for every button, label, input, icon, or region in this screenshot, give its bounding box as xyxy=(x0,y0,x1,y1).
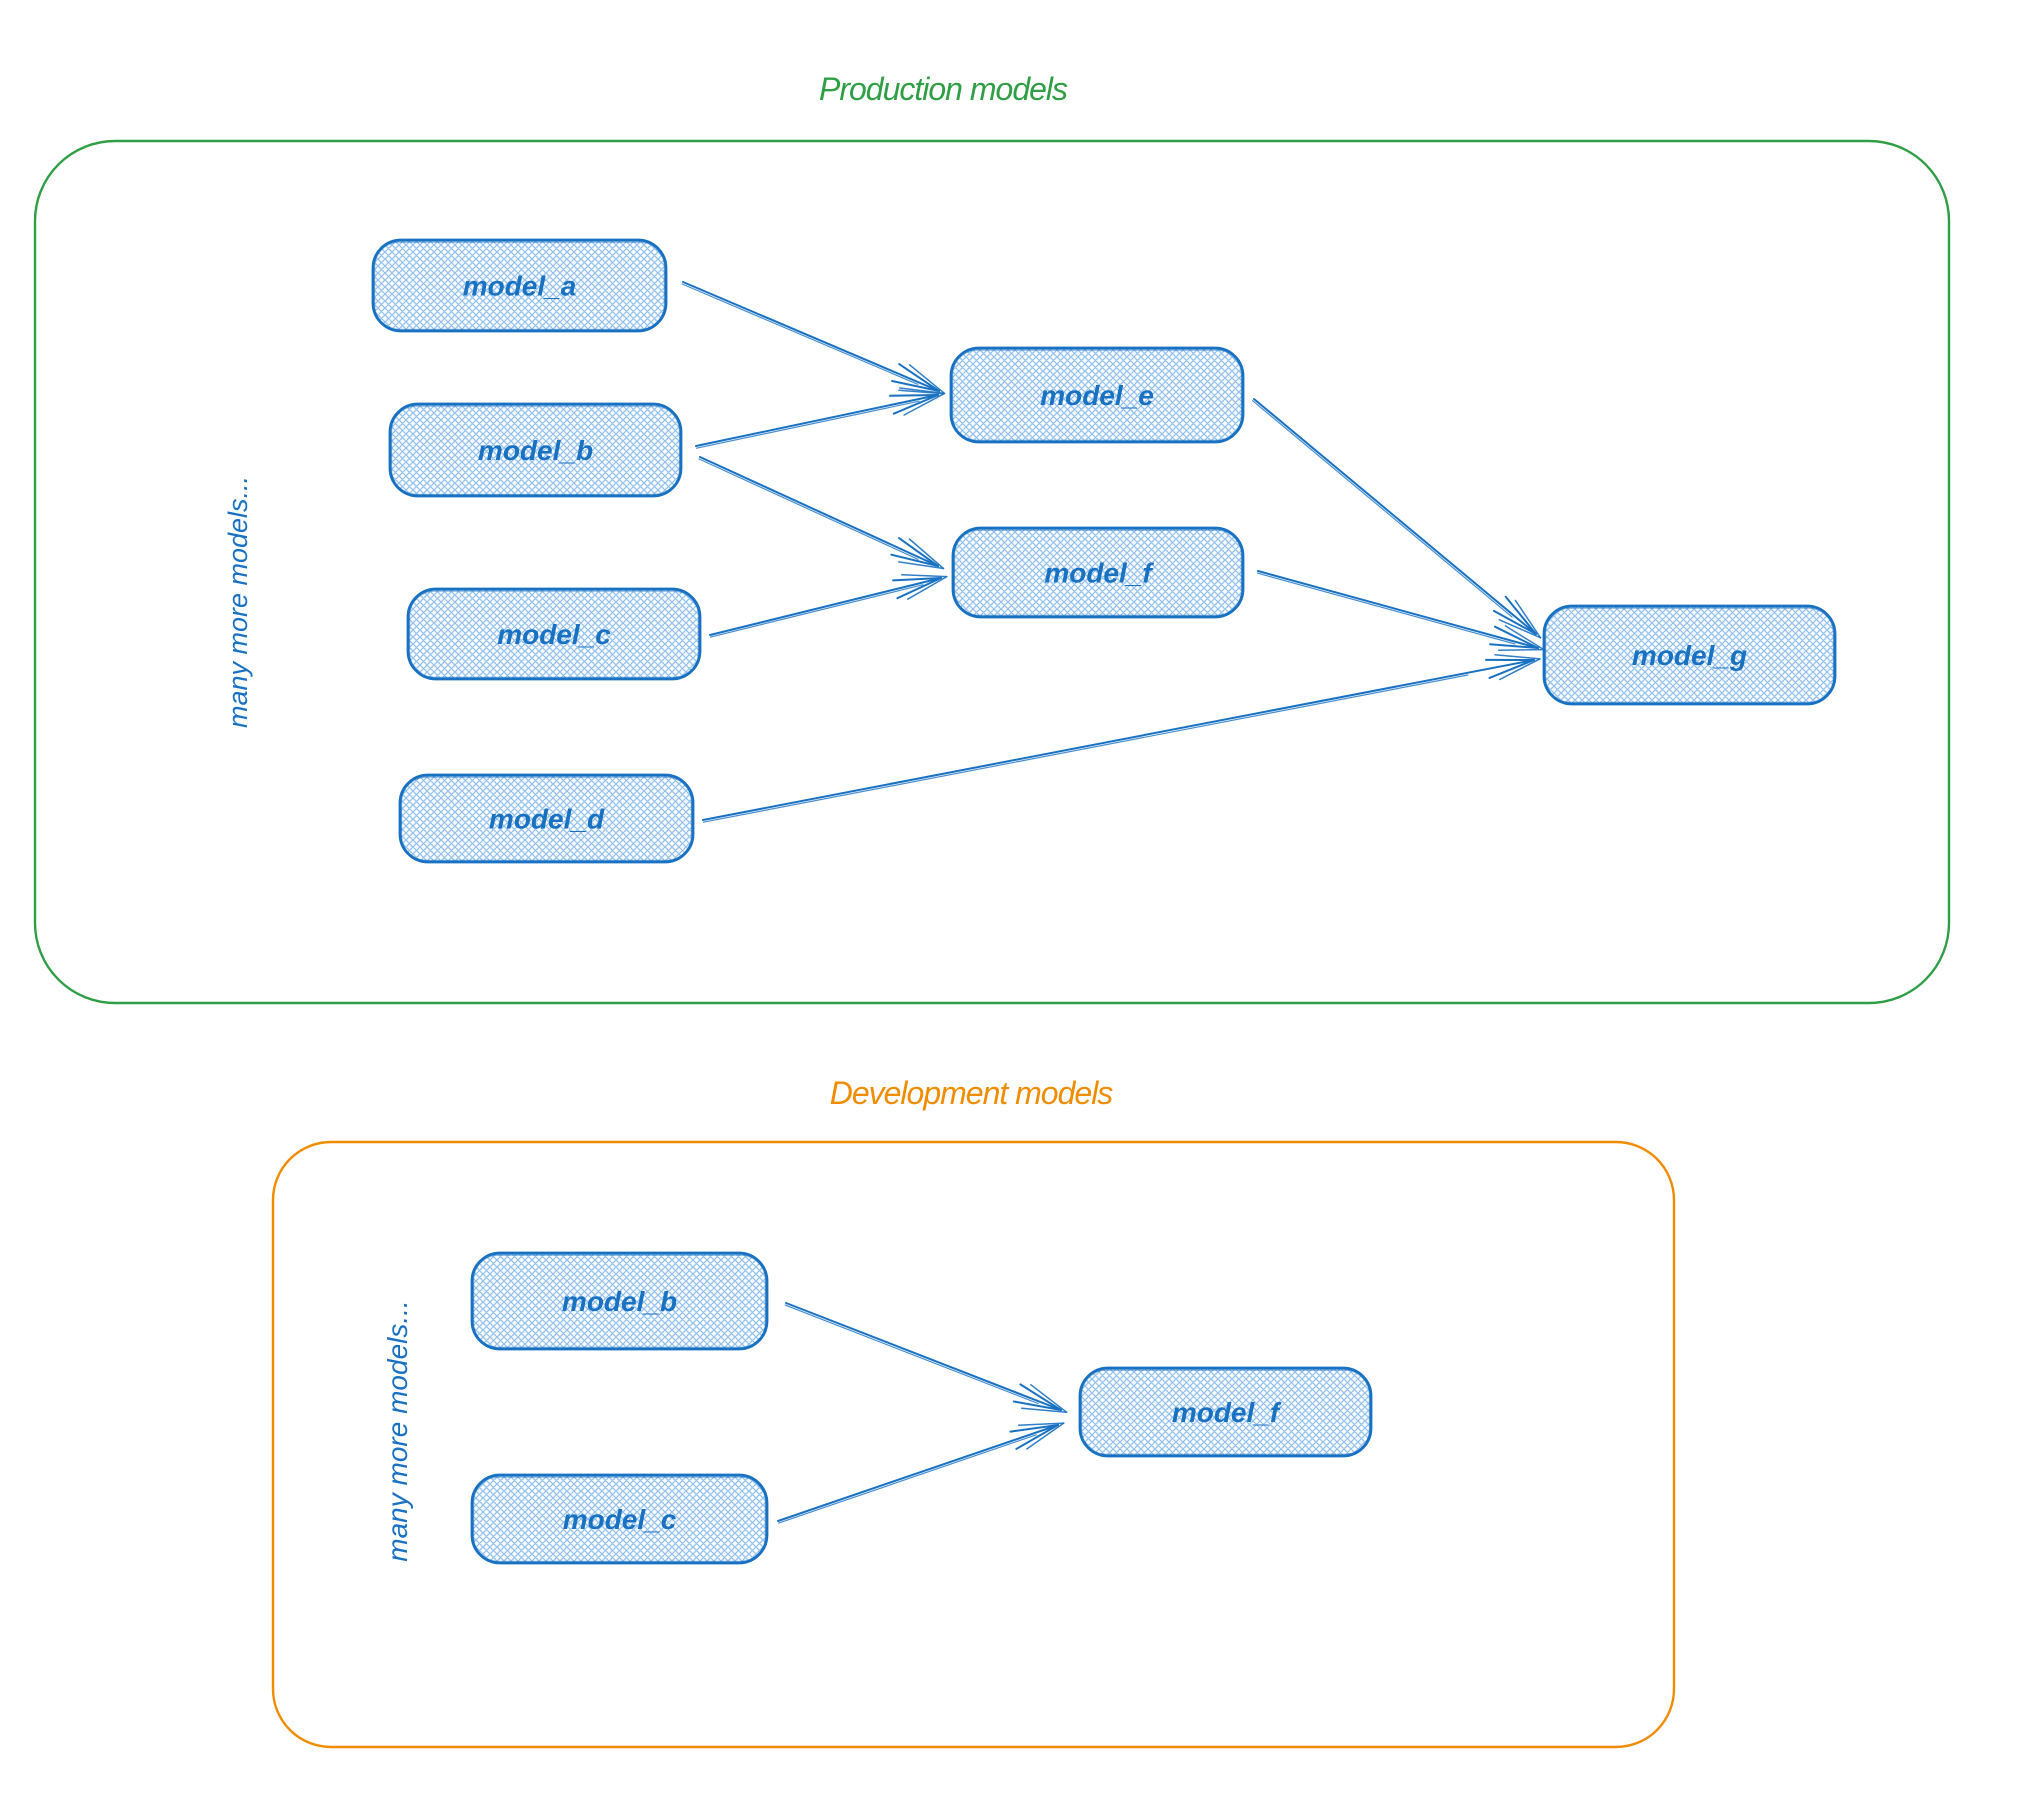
svg-text:model_c: model_c xyxy=(563,1504,677,1535)
svg-text:model_b: model_b xyxy=(562,1286,677,1317)
svg-text:Development models: Development models xyxy=(830,1075,1114,1111)
svg-text:model_d: model_d xyxy=(489,804,605,835)
svg-text:model_f: model_f xyxy=(1172,1397,1282,1428)
svg-text:model_e: model_e xyxy=(1040,380,1154,411)
svg-text:Production models: Production models xyxy=(819,71,1068,107)
svg-text:model_c: model_c xyxy=(497,619,611,650)
svg-text:model_b: model_b xyxy=(478,435,593,466)
svg-text:model_f: model_f xyxy=(1044,558,1154,589)
svg-text:model_g: model_g xyxy=(1632,640,1747,671)
svg-text:many more models...: many more models... xyxy=(223,476,253,728)
svg-text:many more models...: many more models... xyxy=(382,1300,413,1561)
svg-text:model_a: model_a xyxy=(463,271,577,302)
